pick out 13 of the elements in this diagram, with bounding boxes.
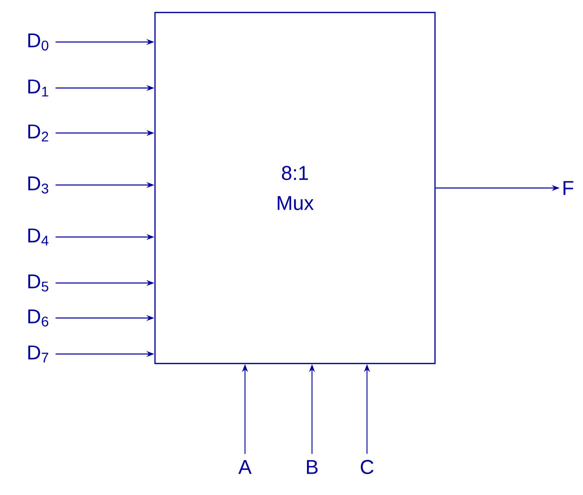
input-label: D$_{6}$ xyxy=(28,310,48,326)
input-label: D$_{0}$ xyxy=(28,34,48,50)
input-label: D$_{3}$ xyxy=(28,176,48,194)
output-label: F xyxy=(564,181,574,195)
mux-box: 8:1 Mux xyxy=(154,12,436,364)
select-label: B xyxy=(306,460,318,474)
input-label: D$_{2}$ xyxy=(28,124,48,142)
input-label: D$_{4}$ xyxy=(28,228,48,246)
input-label: D$_{5}$ xyxy=(28,274,48,292)
input-label: D$_{7}$ xyxy=(28,346,48,362)
select-label: C xyxy=(360,460,374,474)
input-label: D$_{1}$ xyxy=(28,80,48,96)
select-label: A xyxy=(238,460,252,474)
